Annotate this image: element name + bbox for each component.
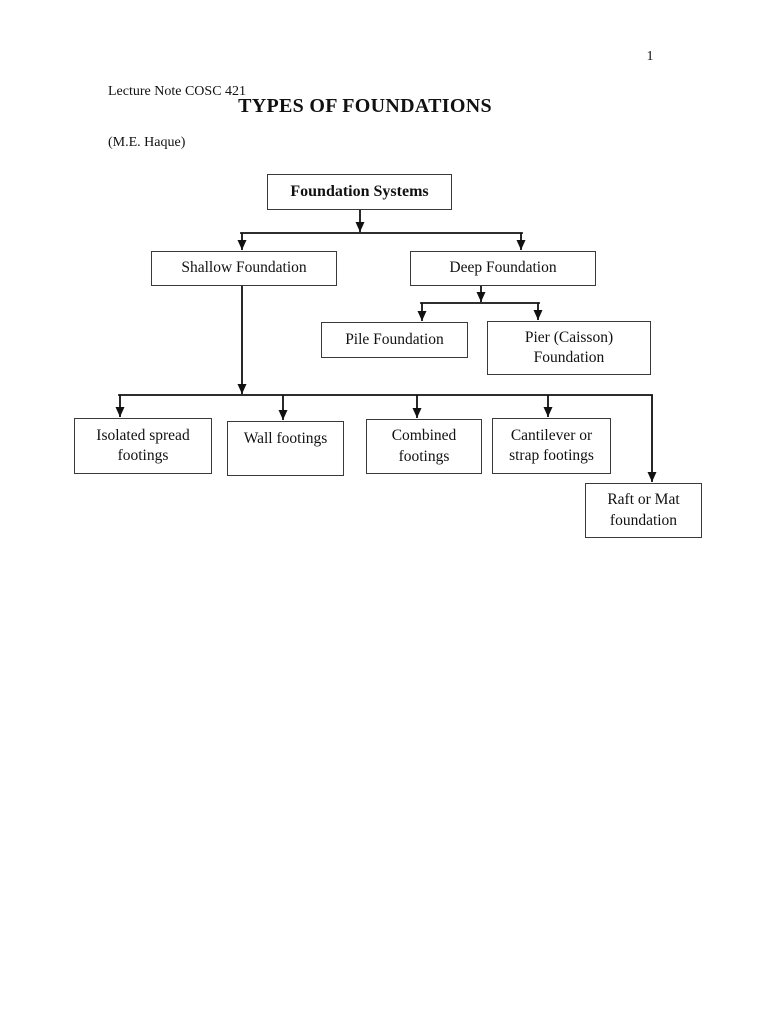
node-combined-footings: Combined footings — [366, 419, 482, 474]
page-number: 1 — [646, 49, 654, 64]
page-title: TYPES OF FOUNDATIONS — [238, 95, 492, 117]
node-foundation-systems: Foundation Systems — [267, 174, 452, 210]
node-wall-footings: Wall footings — [227, 421, 344, 476]
document-header: Lecture Note COSC 421 (M.E. Haque) — [108, 49, 246, 185]
node-pier-caisson-foundation: Pier (Caisson) Foundation — [487, 321, 651, 375]
node-isolated-spread-footings: Isolated spread footings — [74, 418, 212, 474]
node-deep-foundation: Deep Foundation — [410, 251, 596, 286]
node-shallow-foundation: Shallow Foundation — [151, 251, 337, 286]
node-pile-foundation: Pile Foundation — [321, 322, 468, 358]
node-raft-mat-foundation: Raft or Mat foundation — [585, 483, 702, 538]
course-label: Lecture Note COSC 421 — [108, 84, 247, 99]
author-label: (M.E. Haque) — [108, 135, 186, 150]
node-cantilever-strap-footings: Cantilever or strap footings — [492, 418, 611, 474]
